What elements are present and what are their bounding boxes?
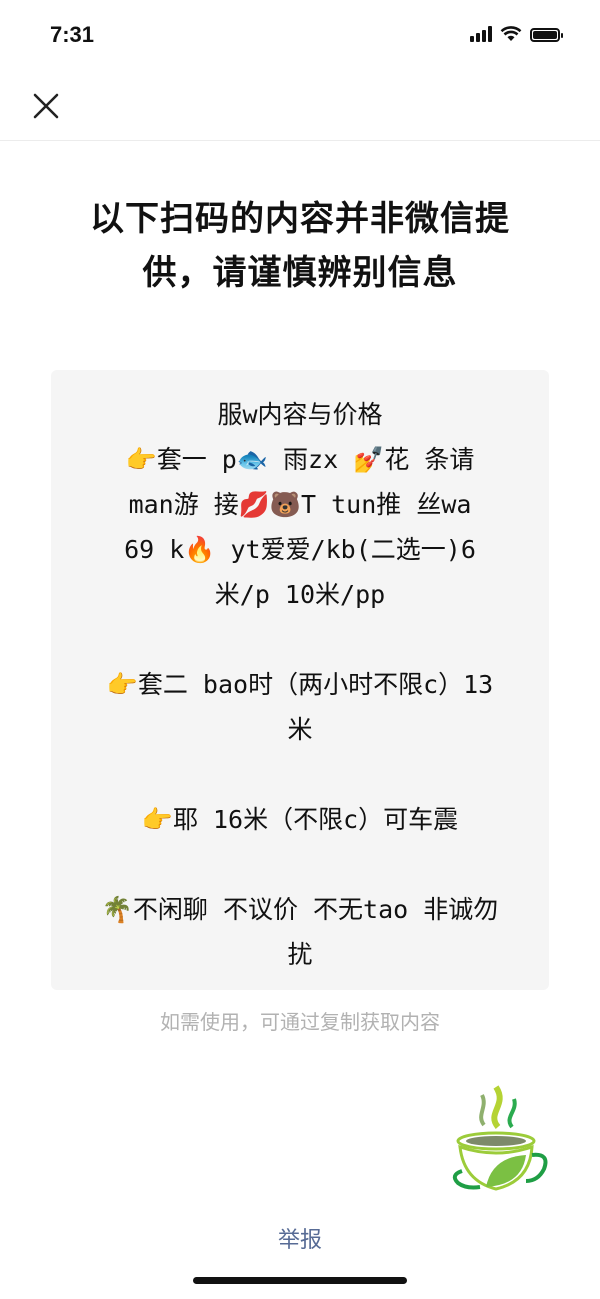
warning-line: 供，请谨慎辨别信息 bbox=[142, 253, 458, 293]
status-bar: 7:31 bbox=[0, 0, 600, 70]
battery-icon bbox=[530, 28, 563, 42]
content-line: 米/p 10米/pp bbox=[214, 580, 386, 609]
warning-line: 以下扫码的内容并非微信提 bbox=[90, 199, 510, 239]
warning-title: 以下扫码的内容并非微信提 供，请谨慎辨别信息 bbox=[0, 192, 600, 300]
content-line: 69 k🔥 yt爱爱/kb(二选一)6 bbox=[124, 535, 476, 564]
content-line: man游 接💋🐻T tun推 丝wa bbox=[128, 490, 472, 519]
content-line bbox=[67, 617, 533, 662]
copy-hint: 如需使用，可通过复制获取内容 bbox=[160, 1010, 440, 1034]
content-line: 米 bbox=[287, 715, 313, 744]
tea-cup-logo-icon bbox=[452, 1085, 548, 1191]
content-line: 扰 bbox=[287, 940, 313, 969]
content-line: 👉耶 16米（不限c）可车震 bbox=[141, 805, 459, 834]
content-line: 服w内容与价格 bbox=[217, 400, 383, 429]
scanned-content-card[interactable]: 服w内容与价格 👉套一 p🐟 雨zx 💅花 条请 man游 接💋🐻T tun推 … bbox=[51, 370, 549, 990]
close-icon[interactable] bbox=[30, 90, 62, 122]
content-line bbox=[67, 752, 533, 797]
report-link[interactable]: 举报 bbox=[277, 1228, 322, 1253]
content-line: 🌴不闲聊 不议价 不无tao 非诚勿 bbox=[101, 895, 499, 924]
content-line bbox=[67, 842, 533, 887]
wifi-icon bbox=[500, 26, 522, 41]
status-time: 7:31 bbox=[50, 22, 95, 47]
content-line: 👉套二 bao时（两小时不限c）13 bbox=[106, 670, 494, 699]
home-indicator[interactable] bbox=[193, 1277, 407, 1284]
content-line: 👉套一 p🐟 雨zx 💅花 条请 bbox=[125, 445, 475, 474]
nav-bar bbox=[0, 70, 600, 141]
signal-icon bbox=[470, 26, 492, 42]
